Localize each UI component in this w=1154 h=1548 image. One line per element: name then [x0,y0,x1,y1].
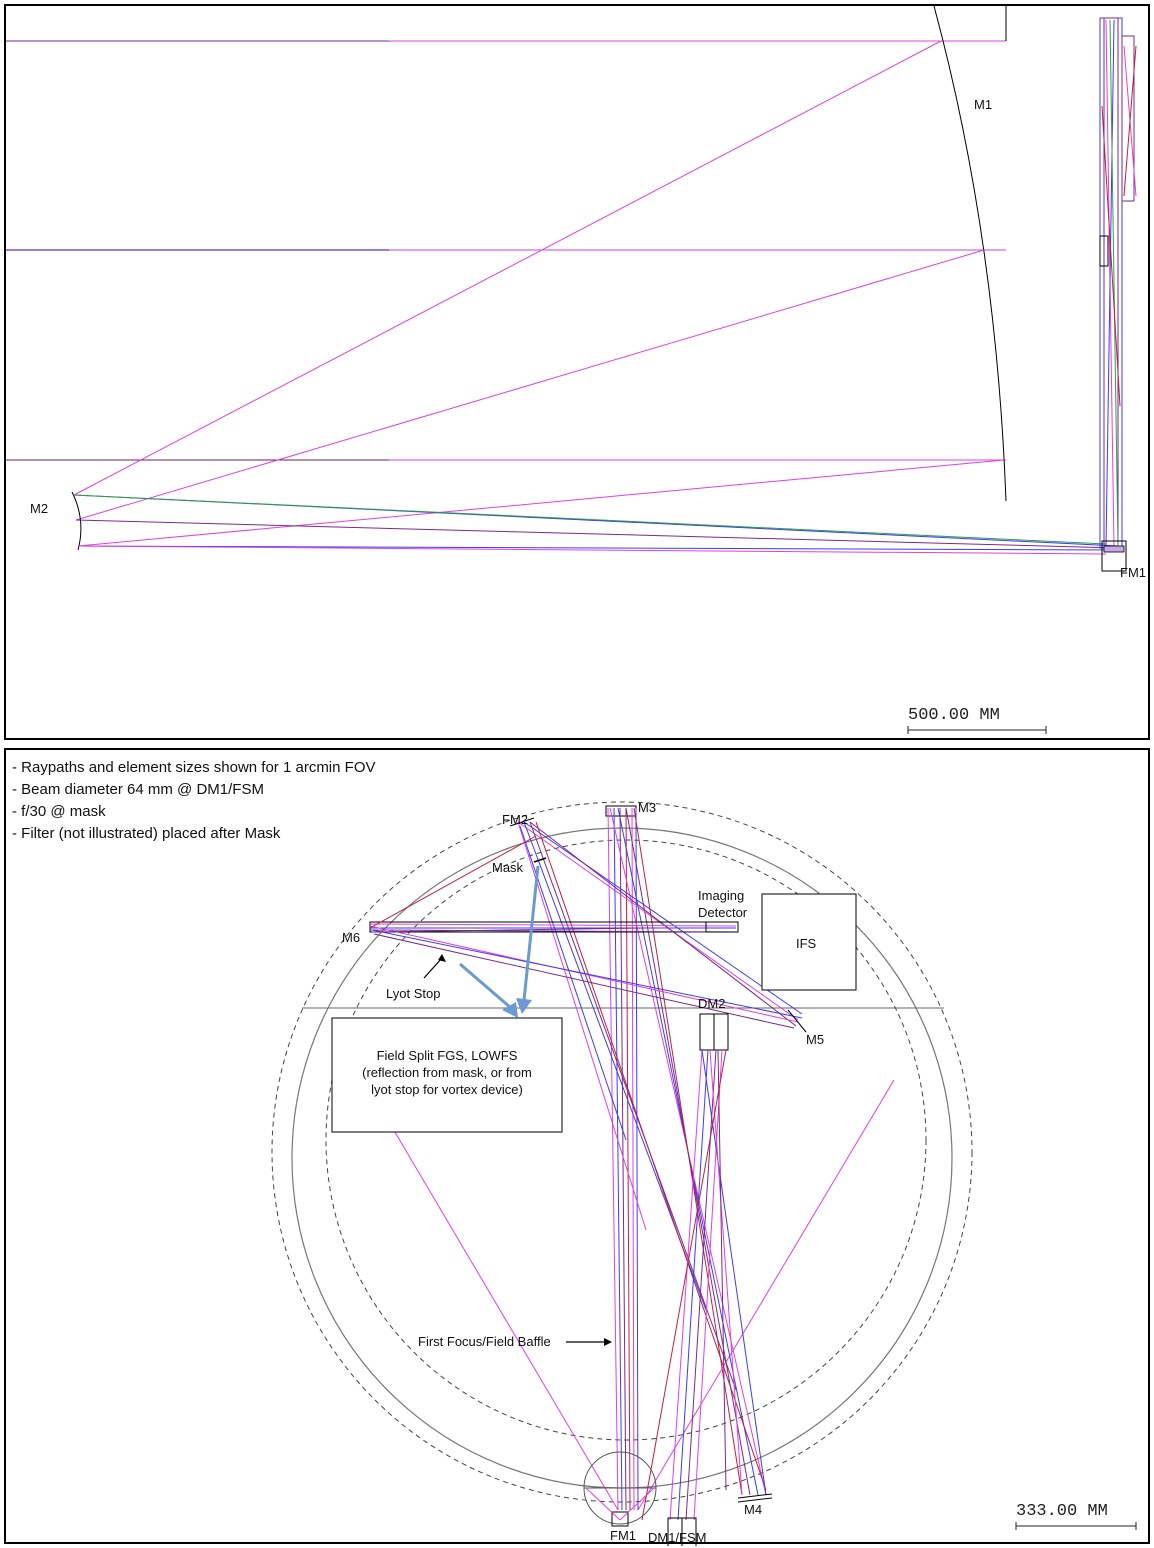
m4-mirror [737,1493,773,1503]
dm1-fsm-label: DM1/FSM [648,1530,707,1545]
fm1-label: FM1 [1120,565,1146,580]
component-labels: FM2 M3 Mask Imaging Detector IFS M6 Lyot… [342,800,824,1543]
m5-label: M5 [806,1032,824,1047]
m1-mirror [933,6,1007,502]
m1-to-m2-rays [73,40,1005,547]
m6-label: M6 [342,930,360,945]
m2-mirror [71,491,82,551]
lyot-stop-label: Lyot Stop [386,986,440,1001]
ifs-label: IFS [796,936,817,951]
note-line: - Raypaths and element sizes shown for 1… [12,759,376,776]
instrument-layout-panel: - Raypaths and element sizes shown for 1… [4,748,1150,1546]
telescope-ray-diagram: M1 M2 FM1 500.00 MM [6,6,1146,734]
dm2-label: DM2 [698,996,725,1011]
scale-bar [1015,1522,1137,1530]
m5-mirror [787,1009,807,1033]
fm1-label: FM1 [610,1528,636,1543]
notes-list: - Raypaths and element sizes shown for 1… [12,759,376,842]
imaging-detector-label-2: Detector [698,905,748,920]
fm2-label: FM2 [502,812,528,827]
m4-label: M4 [744,1502,762,1517]
m2-to-fm1-rays [73,494,1119,555]
outer-field-rays [375,1079,895,1511]
mask-element [533,857,547,863]
scale-bar-label: 333.00 MM [1016,1502,1108,1521]
fm2-mirror [509,817,535,827]
m2-label: M2 [30,501,48,516]
scale-bar-label: 500.00 MM [908,706,1000,725]
fm2-rays [517,821,803,1491]
field-split-line: lyot stop for vortex device) [371,1082,523,1097]
reflection-arrows [459,865,540,1018]
field-split-line: (reflection from mask, or from [362,1065,532,1080]
imaging-detector [705,921,739,933]
ifs-box [761,893,857,991]
note-line: - Filter (not illustrated) placed after … [12,825,281,842]
note-line: - f/30 @ mask [12,803,106,820]
instrument-ray-diagram: - Raypaths and element sizes shown for 1… [12,759,1137,1546]
pointer-arrows [423,954,612,1346]
scale-bar [907,726,1047,734]
telescope-side-view-panel: M1 M2 FM1 500.00 MM [4,4,1150,740]
imaging-detector-label-1: Imaging [698,888,744,903]
first-focus-label: First Focus/Field Baffle [418,1334,551,1349]
field-split-box [331,1017,563,1133]
dm2-to-dm1-rays [641,1013,767,1546]
note-line: - Beam diameter 64 mm @ DM1/FSM [12,781,264,798]
instrument-column [1099,17,1137,572]
fm1-element [583,1451,657,1527]
incoming-rays [6,40,1006,461]
field-split-line: Field Split FGS, LOWFS [377,1048,518,1063]
m3-label: M3 [638,800,656,815]
m1-label: M1 [974,97,992,112]
mask-label: Mask [492,860,524,875]
